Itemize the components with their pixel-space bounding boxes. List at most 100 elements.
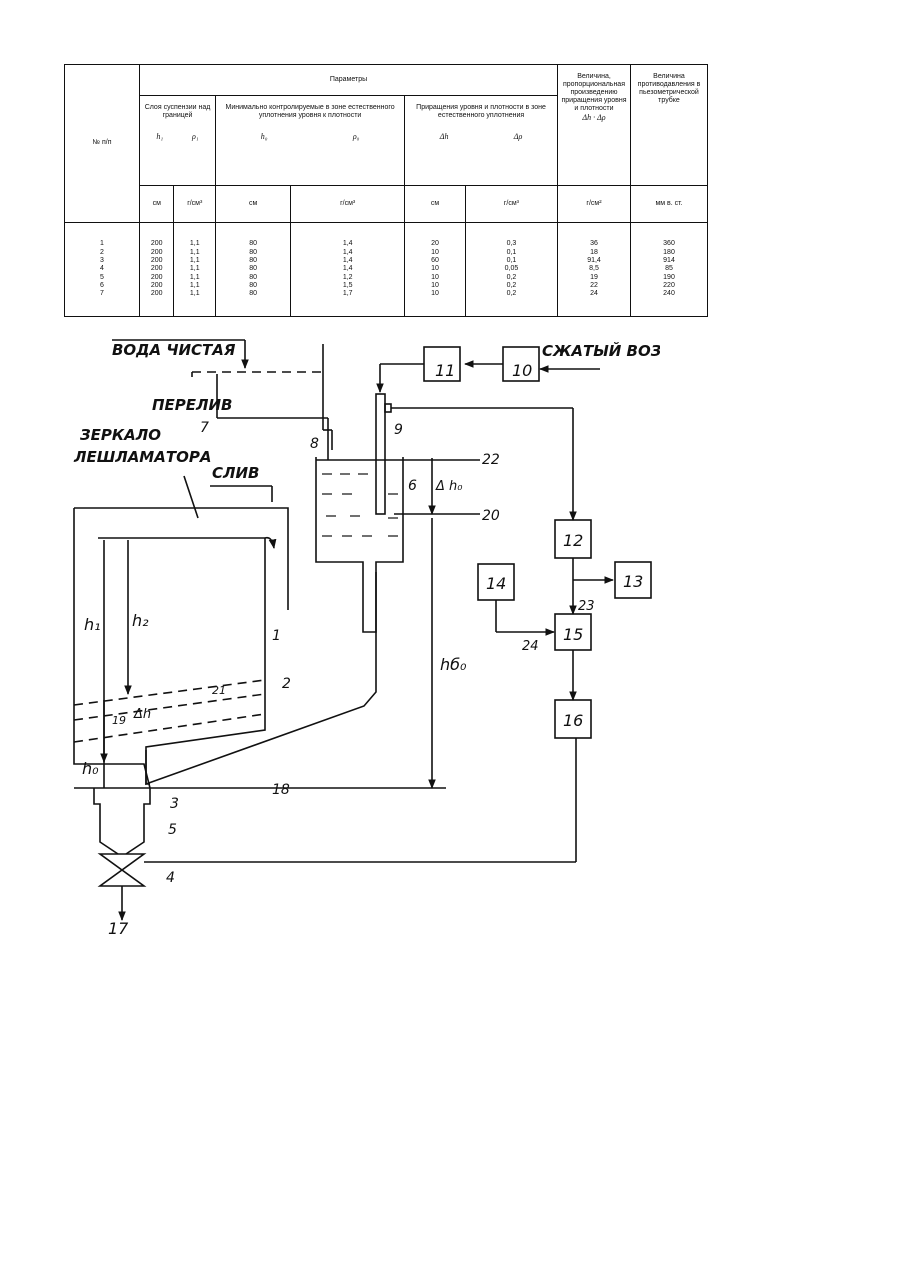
body-col-6-values: 0,30,10,10,050,20,20,2 <box>468 240 555 298</box>
block-label-12: 12 <box>563 531 583 550</box>
body-col-8: 36018091485190220240 <box>631 223 708 317</box>
body-col-3-values: 80808080808080 <box>218 240 288 298</box>
table-cell: 1,5 <box>343 282 353 290</box>
table-cell: 6 <box>100 282 104 290</box>
ref-8: 8 <box>310 436 319 452</box>
table-cell: 10 <box>431 274 439 282</box>
table-cell: 91,4 <box>587 257 601 265</box>
ref-9: 9 <box>394 422 403 438</box>
group-minimum: Минимально контролируемые в зоне естеств… <box>216 96 405 186</box>
symbol-rho1: ρ₁ <box>192 132 199 141</box>
unit-mm: мм в. ст. <box>631 186 708 223</box>
block-label-10: 10 <box>512 361 532 380</box>
unit-gcm3-2: г/см³ <box>291 186 405 223</box>
body-col-2: 1,11,11,11,11,11,11,1 <box>174 223 216 317</box>
body-col-1: 200200200200200200200 <box>140 223 174 317</box>
table-cell: 80 <box>249 240 257 248</box>
boundary-line-19 <box>74 694 265 720</box>
dim-label-h2: h₂ <box>132 611 149 630</box>
ref-19: 19 <box>112 714 126 727</box>
body-col-4: 1,41,41,41,41,21,51,7 <box>291 223 405 317</box>
table-cell: 1 <box>100 240 104 248</box>
body-col-0: 1234567 <box>65 223 140 317</box>
ref-1: 1 <box>272 628 281 644</box>
table-body-row: 1234567 200200200200200200200 1,11,11,11… <box>65 223 708 317</box>
parameters-table-wrapper: № п/п Параметры Величина, пропорциональн… <box>64 64 708 317</box>
tube-sensor-port <box>385 404 391 412</box>
block-label-14: 14 <box>486 574 506 593</box>
vessel-6 <box>316 457 403 632</box>
table-cell: 0,2 <box>507 290 517 298</box>
table-cell: 3 <box>100 257 104 265</box>
ref-18: 18 <box>272 782 290 798</box>
table-units-row: см г/см³ см г/см³ см г/см³ г/см² мм в. с… <box>65 186 708 223</box>
block-label-15: 15 <box>563 625 583 644</box>
body-col-0-values: 1234567 <box>67 240 137 298</box>
label-drain: СЛИВ <box>212 464 259 482</box>
table-cell: 10 <box>431 290 439 298</box>
symbol-drho: Δρ <box>514 132 523 141</box>
table-cell: 1,4 <box>343 249 353 257</box>
table-cell: 2 <box>100 249 104 257</box>
symbol-product: Δh · Δρ <box>560 113 628 122</box>
symbol-h0: h₀ <box>261 132 268 141</box>
table-header-row: № п/п Параметры Величина, пропорциональн… <box>65 65 708 96</box>
ref-21: 21 <box>212 684 226 697</box>
table-cell: 1,1 <box>190 282 200 290</box>
table-cell: 190 <box>663 274 675 282</box>
table-cell: 1,4 <box>343 265 353 273</box>
table-cell: 1,7 <box>343 290 353 298</box>
table-cell: 18 <box>590 249 598 257</box>
table-cell: 180 <box>663 249 675 257</box>
table-cell: 200 <box>151 282 163 290</box>
table-cell: 4 <box>100 265 104 273</box>
table-cell: 200 <box>151 249 163 257</box>
ref-24: 24 <box>522 639 539 654</box>
table-cell: 20 <box>431 240 439 248</box>
vessel-liquid <box>322 474 398 536</box>
leader-mirror <box>184 476 198 518</box>
table-cell: 10 <box>431 265 439 273</box>
ref-6: 6 <box>408 478 417 494</box>
body-col-5-values: 20106010101010 <box>407 240 463 298</box>
dim-label-h0: h₀ <box>82 759 99 778</box>
block-label-11: 11 <box>435 361 455 380</box>
dim-label-h1: h₁ <box>84 615 101 634</box>
unit-gcm3-1: г/см³ <box>174 186 216 223</box>
return-pipe-18 <box>146 572 376 784</box>
drain-arrow <box>265 538 274 548</box>
table-cell: 60 <box>431 257 439 265</box>
table-cell: 10 <box>431 249 439 257</box>
ref-22: 22 <box>482 452 500 468</box>
label-compressed-air: СЖАТЫЙ ВОЗДУ <box>542 341 660 360</box>
table-cell: 0,2 <box>507 282 517 290</box>
unit-gcm3-3: г/см³ <box>465 186 557 223</box>
body-col-2-values: 1,11,11,11,11,11,11,1 <box>176 240 213 298</box>
group-minimum-symbols: h₀ ρ₀ <box>218 132 402 141</box>
table-cell: 1,1 <box>190 257 200 265</box>
body-col-6: 0,30,10,10,050,20,20,2 <box>465 223 557 317</box>
table-cell: 80 <box>249 290 257 298</box>
label-water-clean: ВОДА ЧИСТАЯ <box>112 341 236 359</box>
table-cell: 5 <box>100 274 104 282</box>
table-cell: 80 <box>249 282 257 290</box>
parameters-table: № п/п Параметры Величина, пропорциональн… <box>64 64 708 317</box>
body-col-1-values: 200200200200200200200 <box>142 240 171 298</box>
symbol-dh: Δh <box>440 132 449 141</box>
group-layer: Слоя суспензии над границей h₁ ρ₁ <box>140 96 216 186</box>
ref-5: 5 <box>168 822 177 838</box>
group-increment-symbols: Δh Δρ <box>407 132 555 141</box>
table-cell: 0,05 <box>505 265 519 273</box>
table-cell: 1,2 <box>343 274 353 282</box>
table-cell: 8,5 <box>589 265 599 273</box>
table-cell: 0,3 <box>507 240 517 248</box>
table-cell: 0,2 <box>507 274 517 282</box>
body-col-7-values: 361891,48,5192224 <box>560 240 628 298</box>
group-minimum-text: Минимально контролируемые в зоне естеств… <box>218 104 402 120</box>
valve-4 <box>100 854 144 886</box>
label-mirror-line2: ЛЕШЛАМАТОРА <box>73 448 211 466</box>
ref-7: 7 <box>200 420 209 436</box>
table-cell: 80 <box>249 265 257 273</box>
table-cell: 220 <box>663 282 675 290</box>
unit-cm-3: см <box>405 186 466 223</box>
